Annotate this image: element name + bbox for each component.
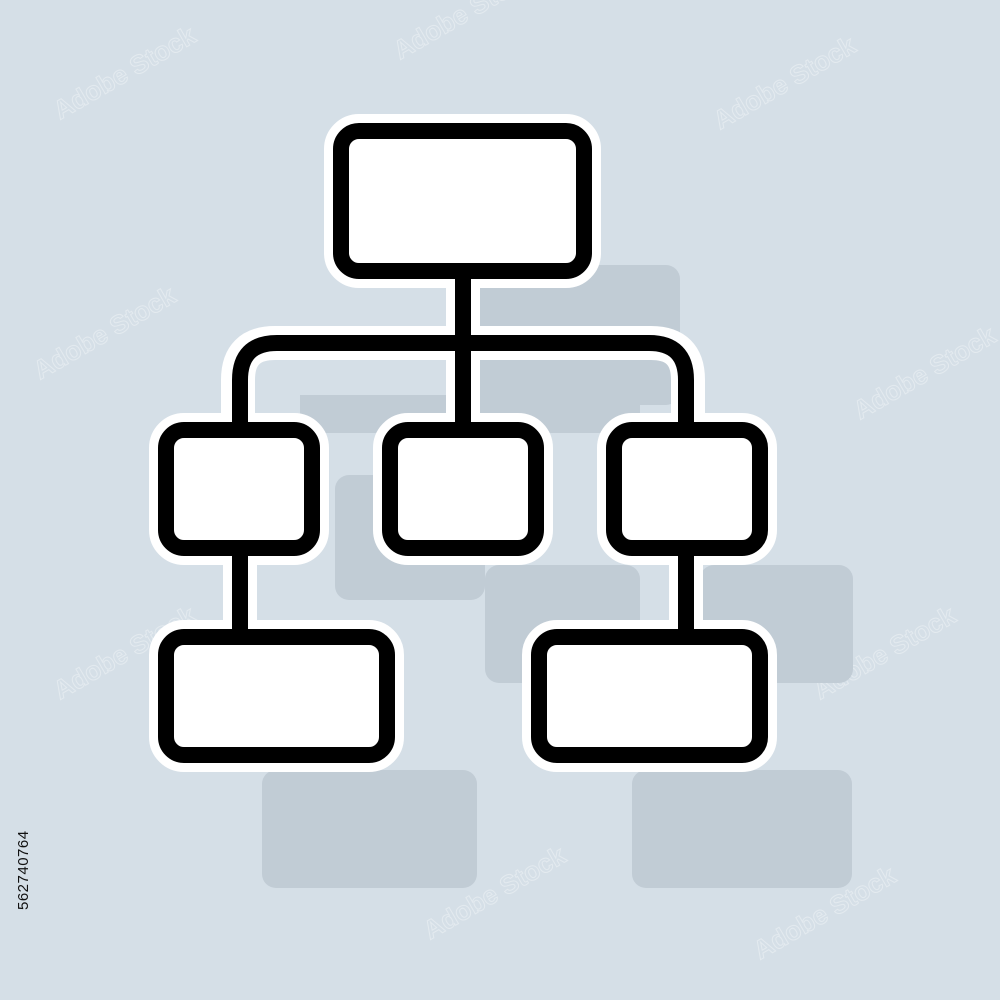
shadow-bottom-right bbox=[632, 770, 852, 888]
watermark-text: Adobe Stock bbox=[388, 0, 541, 65]
shadow-bottom-left bbox=[262, 770, 477, 888]
diagram-connectors bbox=[232, 271, 694, 637]
middle-node bbox=[382, 422, 544, 556]
diagram-nodes bbox=[158, 123, 768, 763]
connector-branch bbox=[232, 335, 694, 430]
watermark-text: Adobe Stock bbox=[708, 29, 861, 135]
watermark-text: Adobe Stock bbox=[48, 19, 201, 125]
bottom-left-node bbox=[158, 629, 395, 763]
top-node bbox=[333, 123, 592, 279]
bottom-right-node bbox=[531, 629, 768, 763]
watermark-text: Adobe Stock bbox=[848, 319, 1000, 425]
left-node bbox=[158, 422, 320, 556]
watermark-text: Adobe Stock bbox=[28, 279, 181, 385]
right-node bbox=[606, 422, 768, 556]
stock-id-label: 562740764 bbox=[15, 830, 32, 910]
